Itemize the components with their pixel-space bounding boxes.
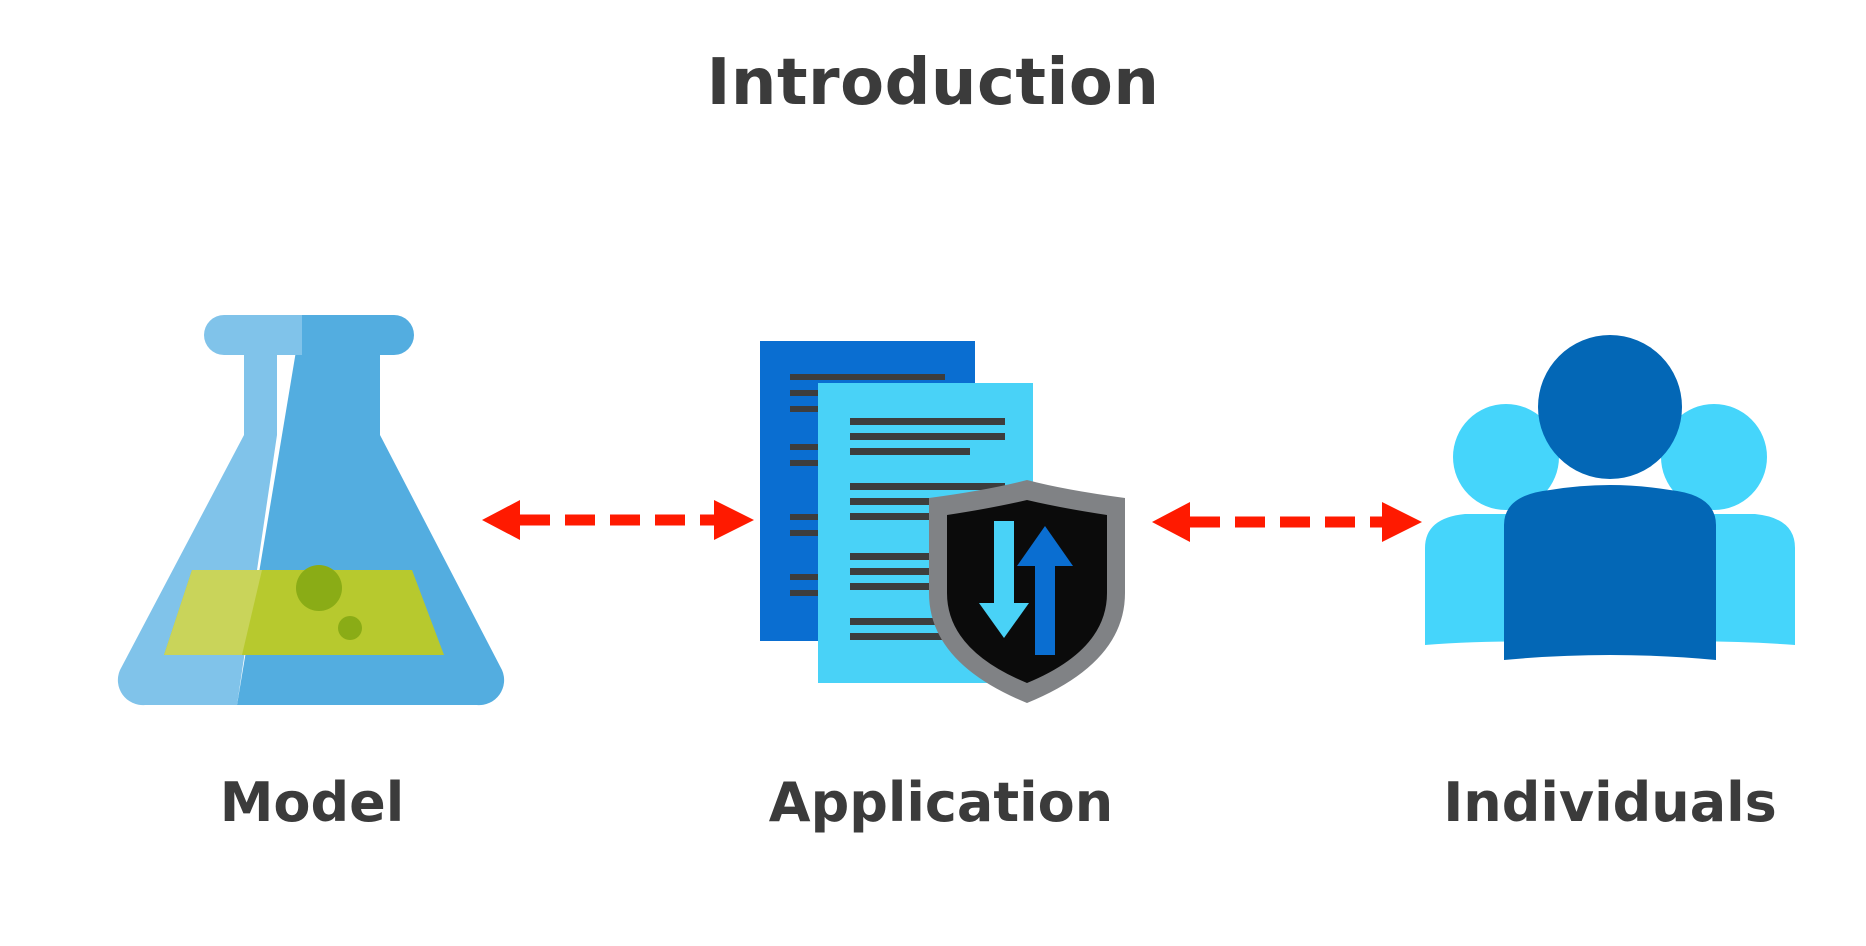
flask-icon <box>117 315 505 706</box>
bidirectional-arrow-model-application <box>482 500 754 540</box>
node-label-model: Model <box>219 771 405 834</box>
bidirectional-arrow-application-individuals <box>1152 502 1422 542</box>
documents-shield-icon <box>760 341 1125 703</box>
node-label-application: Application <box>768 771 1114 834</box>
people-group-icon <box>1425 335 1795 660</box>
node-label-individuals: Individuals <box>1443 771 1777 834</box>
diagram-title: Introduction <box>706 46 1160 120</box>
